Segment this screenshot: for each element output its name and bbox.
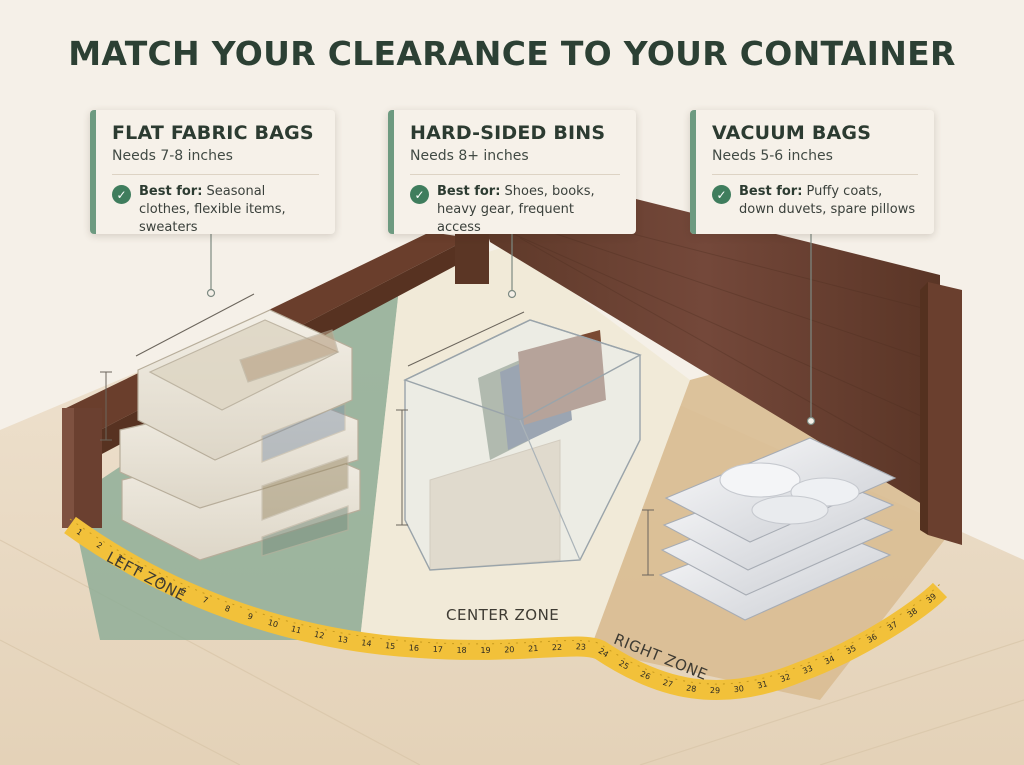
best-label: Best for: xyxy=(437,184,501,199)
plastic-bin xyxy=(403,319,642,571)
card-title: FLAT FABRIC BAGS xyxy=(112,122,314,144)
card-vacuum-bags: VACUUM BAGS Needs 5-6 inches ✓ Best for:… xyxy=(690,110,934,234)
best-label: Best for: xyxy=(739,184,803,199)
tape-number: 22 xyxy=(552,643,563,652)
tape-number: 25 xyxy=(617,659,630,672)
tape-number: 10 xyxy=(267,618,279,629)
check-icon: ✓ xyxy=(112,185,131,204)
bed-leg-center xyxy=(455,232,489,284)
bed-headboard xyxy=(470,175,940,515)
vacuum-bags xyxy=(658,437,897,621)
tape-number: 23 xyxy=(576,642,587,651)
card-title: VACUUM BAGS xyxy=(712,122,872,144)
tape-number: 9 xyxy=(246,612,254,622)
card-needs: Needs 8+ inches xyxy=(410,148,529,164)
tape-number: 3 xyxy=(115,553,124,563)
tape-number: 18 xyxy=(456,646,466,655)
tape-number: 6 xyxy=(179,586,187,596)
tape-number: 7 xyxy=(201,595,209,605)
tape-number: 2 xyxy=(95,540,104,550)
card-flat-fabric-bags: FLAT FABRIC BAGS Needs 7-8 inches ✓ Best… xyxy=(90,110,335,237)
tape-number: 11 xyxy=(290,624,302,635)
card-hard-sided-bins: HARD-SIDED BINS Needs 8+ inches ✓ Best f… xyxy=(388,110,636,237)
tape-number: 16 xyxy=(408,643,419,653)
tape-number: 19 xyxy=(480,646,490,655)
tape-number: 13 xyxy=(337,634,349,645)
best-text: Puffy coats, down duvets, spare pillows xyxy=(739,184,916,217)
tape-number: 20 xyxy=(504,645,515,654)
tape-number: 21 xyxy=(528,644,539,654)
measuring-tape xyxy=(64,516,948,701)
center-zone-label: CENTER ZONE xyxy=(446,606,560,624)
tape-number: 1 xyxy=(75,527,84,537)
tape-number: 5 xyxy=(157,576,166,586)
divider xyxy=(112,174,319,175)
check-icon: ✓ xyxy=(410,185,429,204)
card-best-for: ✓ Best for: Seasonal clothes, flexible i… xyxy=(112,183,319,237)
tape-number: 30 xyxy=(733,684,744,694)
tape-number: 36 xyxy=(865,632,878,645)
tape-number: 4 xyxy=(136,565,145,575)
divider xyxy=(712,174,918,175)
tape-number: 31 xyxy=(756,679,768,690)
divider xyxy=(410,174,620,175)
tape-number: 8 xyxy=(224,604,232,614)
card-best-for: ✓ Best for: Puffy coats, down duvets, sp… xyxy=(712,183,918,219)
best-text: Seasonal clothes, flexible items, sweate… xyxy=(139,184,286,235)
tape-number: 35 xyxy=(845,644,858,657)
card-best-for: ✓ Best for: Shoes, books, heavy gear, fr… xyxy=(410,183,620,237)
best-label: Best for: xyxy=(139,184,203,199)
fabric-bags xyxy=(119,309,361,561)
tape-number: 26 xyxy=(639,669,652,681)
best-text: Shoes, books, heavy gear, frequent acces… xyxy=(437,184,595,235)
tape-number: 28 xyxy=(686,683,697,693)
check-icon: ✓ xyxy=(712,185,731,204)
tape-number: 33 xyxy=(801,664,814,676)
tape-number: 34 xyxy=(823,654,836,666)
tape-number: 15 xyxy=(385,641,396,651)
tape-number: 17 xyxy=(432,645,443,654)
tape-number: 32 xyxy=(779,672,792,684)
card-needs: Needs 5-6 inches xyxy=(712,148,833,164)
card-needs: Needs 7-8 inches xyxy=(112,148,233,164)
page-title: MATCH YOUR CLEARANCE TO YOUR CONTAINER xyxy=(68,34,956,73)
tape-number: 14 xyxy=(361,638,372,648)
tape-number: 27 xyxy=(662,678,674,689)
tape-number: 12 xyxy=(313,630,325,641)
card-title: HARD-SIDED BINS xyxy=(410,122,606,144)
tape-number: 29 xyxy=(710,686,720,695)
bed-leg-right xyxy=(928,282,962,545)
